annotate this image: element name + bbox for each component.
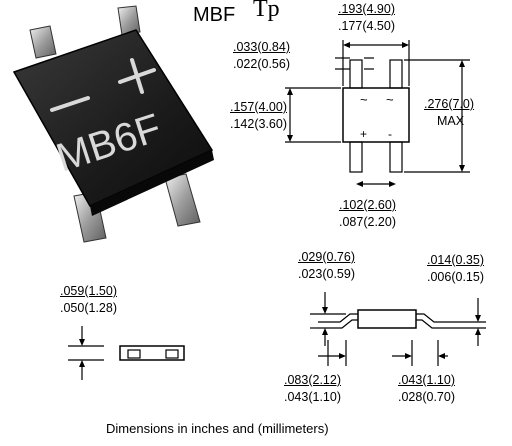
top-view-lead-4 (389, 141, 403, 173)
dim-lead-thickness-upper: .014(0.35) (427, 253, 484, 267)
arrow (79, 339, 85, 346)
arrow (343, 42, 350, 48)
outline-tilde-right: ~ (386, 92, 394, 107)
top-view-body (342, 87, 410, 143)
arrow (322, 307, 328, 314)
arrow (339, 353, 346, 359)
marking-minus (50, 96, 90, 112)
end-view-lead-1 (127, 349, 141, 359)
dim-lead-width-lower: .022(0.56) (233, 57, 290, 71)
outline-minus: - (388, 127, 392, 141)
arrow (402, 42, 409, 48)
dim-standoff-lower: .043(1.10) (284, 390, 341, 404)
arrow (322, 328, 328, 335)
lead-top-left (29, 25, 57, 59)
dim-overall-length-upper: .276(7.0) (424, 97, 475, 111)
arrow (79, 360, 85, 367)
dim-body-length-upper: .157(4.00) (230, 100, 287, 114)
outline-plus: + (360, 127, 367, 141)
arrow (389, 181, 396, 187)
dim-overall-length-lower: MAX (437, 114, 465, 128)
dim-lead-width-upper: .033(0.84) (233, 40, 290, 54)
package-title: MBF (193, 4, 236, 26)
arrow (287, 88, 293, 95)
lead-top-right (117, 5, 141, 36)
dim-lead-thickness-lower: .006(0.15) (427, 270, 484, 284)
top-view-lead-1 (349, 59, 363, 89)
top-view-lead-2 (389, 59, 403, 89)
end-view-body (119, 345, 185, 361)
top-view-lead-3 (349, 141, 363, 173)
dim-lead-height-upper: .029(0.76) (298, 250, 355, 264)
arrow (438, 353, 445, 359)
arrow (459, 60, 465, 67)
dim-lead-pitch-lower: .087(2.20) (339, 215, 396, 229)
dim-body-thickness-upper: .059(1.50) (60, 284, 117, 298)
side-view-body (357, 309, 417, 329)
arrow (475, 328, 481, 335)
dim-standoff-upper: .083(2.12) (284, 373, 341, 387)
side-view-leads (318, 313, 456, 329)
end-view-lead-2 (165, 349, 179, 359)
cropped-header-text: Tp (253, 0, 280, 22)
dim-foot-length-lower: .028(0.70) (398, 390, 455, 404)
dim-body-width-lower: .177(4.50) (338, 19, 395, 33)
arrow (287, 135, 293, 142)
outline-tilde-left: ~ (360, 92, 368, 107)
dim-body-length-lower: .142(3.60) (230, 117, 287, 131)
arrow (356, 181, 363, 187)
dim-body-width-upper: .193(4.90) (338, 2, 395, 16)
arrow (459, 165, 465, 172)
dim-foot-length-upper: .043(1.10) (398, 373, 455, 387)
dim-lead-height-lower: .023(0.59) (298, 267, 355, 281)
arrow (475, 315, 481, 322)
diagram-caption: Dimensions in inches and (millimeters) (106, 421, 329, 436)
dim-body-thickness-lower: .050(1.28) (60, 301, 117, 315)
arrow (405, 353, 412, 359)
marking-plus-v (130, 58, 144, 94)
dim-lead-pitch-upper: .102(2.60) (339, 198, 396, 212)
package-body-edge (90, 150, 214, 216)
